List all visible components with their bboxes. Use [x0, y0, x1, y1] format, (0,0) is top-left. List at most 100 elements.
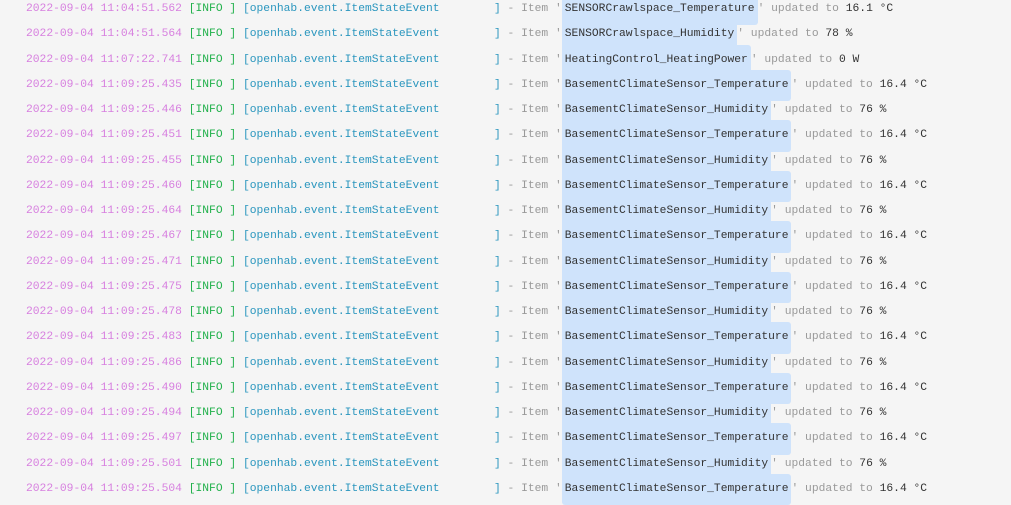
- log-timestamp: 2022-09-04 11:09:25.467: [26, 230, 182, 243]
- source-close-bracket: ]: [493, 457, 501, 470]
- spacer: [182, 325, 189, 350]
- log-source: [openhab.event.ItemStateEvent: [242, 306, 440, 318]
- source-close-bracket: ]: [493, 255, 501, 268]
- log-level: [INFO ]: [188, 179, 237, 192]
- log-source: [openhab.event.ItemStateEvent: [242, 205, 440, 217]
- log-line: 2022-09-04 11:09:25.497 [INFO ] [openhab…: [26, 423, 927, 455]
- spacer: [236, 48, 243, 73]
- spacer: [236, 199, 243, 224]
- log-source: [openhab.event.ItemStateEvent: [242, 53, 440, 66]
- updated-text: ' updated to: [771, 407, 860, 419]
- spacer: [182, 0, 189, 22]
- spacer: [236, 98, 243, 123]
- source-close-bracket: ]: [493, 205, 501, 217]
- log-level: [INFO ]: [188, 356, 237, 369]
- item-value: 16.4 °C: [879, 482, 928, 495]
- log-source: [openhab.event.ItemStateEvent: [242, 28, 440, 41]
- spacer: [236, 351, 243, 376]
- updated-text: ' updated to: [791, 179, 880, 192]
- spacer: [182, 250, 189, 275]
- log-line: 2022-09-04 11:09:25.435 [INFO ] [openhab…: [26, 69, 927, 101]
- log-timestamp: 2022-09-04 11:09:25.460: [26, 179, 182, 192]
- log-source: [openhab.event.ItemStateEvent: [242, 381, 440, 394]
- source-close-bracket: ]: [493, 28, 501, 41]
- source-close-bracket: ]: [493, 381, 501, 394]
- log-line: 2022-09-04 11:09:25.483 [INFO ] [openhab…: [26, 322, 928, 354]
- spacer: [236, 224, 243, 249]
- source-close-bracket: ]: [493, 356, 501, 369]
- log-line: 2022-09-04 11:09:25.451 [INFO ] [openhab…: [26, 120, 928, 152]
- item-prefix: - Item ': [500, 280, 562, 293]
- log-level: [INFO ]: [188, 381, 237, 394]
- source-close-bracket: ]: [493, 432, 501, 445]
- item-prefix: - Item ': [500, 432, 562, 445]
- updated-text: ' updated to: [791, 432, 880, 445]
- log-level: [INFO ]: [188, 230, 237, 243]
- log-level: [INFO ]: [188, 280, 237, 293]
- item-prefix: - Item ': [500, 356, 562, 369]
- log-line: 2022-09-04 11:09:25.446 [INFO ] [openhab…: [26, 95, 927, 127]
- item-prefix: - Item ': [500, 154, 562, 167]
- log-timestamp: 2022-09-04 11:09:25.497: [26, 432, 182, 445]
- updated-text: ' updated to: [791, 129, 880, 142]
- source-close-bracket: ]: [493, 78, 501, 91]
- spacer: [236, 0, 243, 22]
- spacer: [182, 48, 189, 73]
- updated-text: ' updated to: [791, 482, 880, 495]
- spacer: [182, 224, 189, 249]
- spacer: [182, 98, 189, 123]
- item-prefix: - Item ': [500, 331, 562, 344]
- source-close-bracket: ]: [493, 129, 501, 142]
- spacer: [182, 401, 189, 426]
- log-timestamp: 2022-09-04 11:09:25.483: [26, 331, 182, 344]
- updated-text: ' updated to: [771, 154, 860, 167]
- item-value: 16.4 °C: [879, 179, 928, 192]
- log-level: [INFO ]: [188, 78, 237, 91]
- log-line: 2022-09-04 11:09:25.494 [INFO ] [openhab…: [26, 398, 927, 430]
- item-prefix: - Item ': [500, 482, 562, 495]
- spacer: [182, 123, 189, 148]
- spacer: [182, 199, 189, 224]
- spacer: [182, 149, 189, 174]
- log-source: [openhab.event.ItemStateEvent: [242, 129, 440, 142]
- updated-text: ' updated to: [737, 28, 826, 41]
- spacer: [182, 174, 189, 199]
- log-line: 2022-09-04 11:09:25.464 [INFO ] [openhab…: [26, 196, 927, 228]
- log-level: [INFO ]: [188, 306, 237, 318]
- updated-text: ' updated to: [757, 3, 846, 15]
- log-level: [INFO ]: [188, 331, 237, 344]
- log-line: 2022-09-04 11:09:25.475 [INFO ] [openhab…: [26, 271, 928, 303]
- log-line: 2022-09-04 11:09:25.504 [INFO ] [openhab…: [26, 473, 928, 505]
- updated-text: ' updated to: [791, 78, 880, 91]
- item-prefix: - Item ': [500, 306, 562, 318]
- source-close-bracket: ]: [493, 482, 501, 495]
- log-line: 2022-09-04 11:09:25.478 [INFO ] [openhab…: [26, 297, 927, 329]
- spacer: [236, 325, 243, 350]
- log-line: 2022-09-04 11:04:51.564 [INFO ] [openhab…: [26, 19, 927, 51]
- log-timestamp: 2022-09-04 11:04:51.564: [26, 28, 182, 41]
- item-value: 16.1 °C: [845, 3, 894, 15]
- item-prefix: - Item ': [500, 104, 562, 116]
- spacer: [236, 22, 243, 47]
- spacer: [236, 477, 243, 502]
- updated-text: ' updated to: [791, 230, 880, 243]
- log-timestamp: 2022-09-04 11:09:25.501: [26, 457, 182, 470]
- log-line: 2022-09-04 11:09:25.460 [INFO ] [openhab…: [26, 170, 928, 202]
- log-level: [INFO ]: [188, 53, 237, 66]
- log-timestamp: 2022-09-04 11:09:25.435: [26, 78, 182, 91]
- item-value: 16.4 °C: [879, 280, 928, 293]
- source-close-bracket: ]: [493, 280, 501, 293]
- item-prefix: - Item ': [500, 3, 562, 15]
- item-prefix: - Item ': [500, 457, 562, 470]
- spacer: [182, 275, 189, 300]
- updated-text: ' updated to: [791, 331, 880, 344]
- item-value: 16.4 °C: [879, 129, 928, 142]
- item-prefix: - Item ': [500, 129, 562, 142]
- updated-text: ' updated to: [750, 53, 839, 66]
- item-value: 76 %: [859, 205, 887, 217]
- item-value: 76 %: [859, 457, 887, 470]
- item-value: 16.4 °C: [879, 331, 928, 344]
- log-timestamp: 2022-09-04 11:09:25.475: [26, 280, 182, 293]
- log-source: [openhab.event.ItemStateEvent: [242, 331, 440, 344]
- source-close-bracket: ]: [493, 3, 501, 15]
